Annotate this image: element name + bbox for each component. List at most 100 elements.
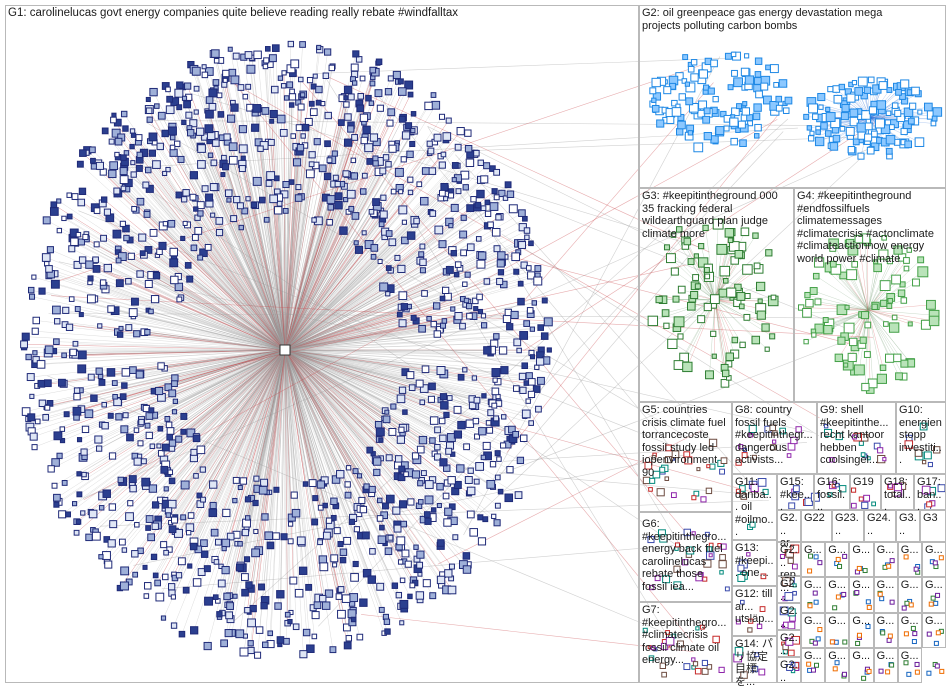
edge: [128, 182, 286, 351]
edge: [178, 276, 286, 351]
edge: [193, 349, 286, 631]
edge: [203, 252, 286, 351]
edge: [221, 137, 286, 351]
group-label-g50: G...: [876, 649, 895, 662]
edge: [284, 349, 358, 530]
edge: [284, 349, 300, 594]
edge: [201, 164, 286, 351]
edge: [225, 349, 286, 544]
edge: [284, 300, 476, 351]
edge: [51, 349, 286, 470]
edge: [119, 282, 286, 351]
edge: [284, 349, 381, 433]
edge: [284, 218, 525, 351]
edge: [284, 130, 414, 351]
edge: [284, 349, 443, 439]
edge: [284, 349, 319, 599]
edge: [284, 125, 352, 351]
edge: [284, 349, 456, 538]
edge: [284, 349, 459, 435]
edge: [167, 169, 286, 351]
edge: [274, 89, 286, 351]
edge: [284, 349, 354, 611]
edge: [284, 165, 456, 351]
edge: [84, 349, 286, 458]
group-label-g39: G...: [900, 579, 919, 592]
edge: [284, 105, 292, 351]
edge: [262, 200, 286, 351]
group-panel-g7: G7: #keepitinthegro... #climatecrisis fo…: [639, 602, 732, 683]
edge: [284, 206, 495, 351]
edge: [174, 349, 286, 379]
group-panel-g51: G...: [897, 647, 922, 683]
edge: [149, 349, 286, 520]
group-panel-g1: G1: carolinelucas govt energy companies …: [5, 5, 639, 683]
edge: [64, 349, 286, 356]
group-panel-g26: G2...: [777, 603, 801, 630]
edge: [284, 349, 334, 518]
edge: [147, 212, 286, 351]
edge: [145, 184, 286, 351]
edge: [212, 349, 286, 506]
edge: [284, 308, 453, 351]
edge: [91, 298, 286, 351]
edge: [117, 349, 286, 403]
group-label-g24: G24...: [867, 512, 891, 537]
edge: [225, 80, 286, 351]
edge: [284, 349, 321, 541]
edge: [254, 112, 286, 351]
edge: [284, 307, 402, 351]
edge: [223, 163, 286, 351]
edge: [65, 310, 286, 351]
edge: [284, 349, 452, 579]
edge: [284, 296, 448, 351]
edge: [284, 349, 438, 448]
edge: [251, 349, 286, 623]
edge: [284, 349, 307, 633]
edge: [195, 198, 286, 351]
edge: [284, 349, 444, 375]
group-label-g26: G2...: [780, 605, 798, 630]
edge: [284, 171, 380, 351]
edge: [284, 208, 484, 351]
edge: [204, 136, 286, 351]
edge: [189, 349, 286, 567]
edge: [284, 349, 293, 518]
group-panel-g3x: G3...: [896, 510, 920, 542]
edge: [46, 349, 286, 408]
edge: [284, 349, 470, 424]
edge: [25, 336, 286, 351]
edge: [284, 143, 328, 351]
edge: [204, 188, 286, 351]
edge: [165, 349, 286, 501]
edge: [243, 349, 286, 482]
group-panel-g34: G...: [922, 542, 947, 578]
edge: [284, 349, 404, 505]
group-label-g8: G8: country fossil fuels #keepitinthegr.…: [735, 404, 813, 466]
edge: [284, 197, 497, 351]
group-panel-g38: G...: [873, 577, 898, 613]
edge: [69, 195, 286, 351]
edge: [58, 200, 286, 351]
edge: [284, 349, 330, 594]
group-panel-g28: G2...: [777, 657, 801, 684]
group-label-g7: G7: #keepitinthegro... #climatecrisis fo…: [642, 604, 727, 666]
edge: [284, 175, 355, 351]
edge: [213, 53, 286, 351]
edge: [172, 349, 286, 505]
edge: [284, 323, 403, 351]
edge: [184, 349, 286, 486]
group-label-g30: G...: [828, 544, 846, 556]
edge: [284, 349, 341, 475]
group-panel-g47: G...: [801, 647, 826, 683]
edge: [284, 236, 385, 351]
node: [939, 668, 945, 674]
edge: [36, 320, 286, 351]
edge: [284, 349, 304, 571]
edge: [48, 349, 286, 354]
edge: [93, 349, 286, 399]
edge: [284, 222, 405, 351]
node: [926, 670, 932, 676]
edge: [284, 221, 450, 351]
group-label-g3y: G3: [923, 512, 938, 524]
